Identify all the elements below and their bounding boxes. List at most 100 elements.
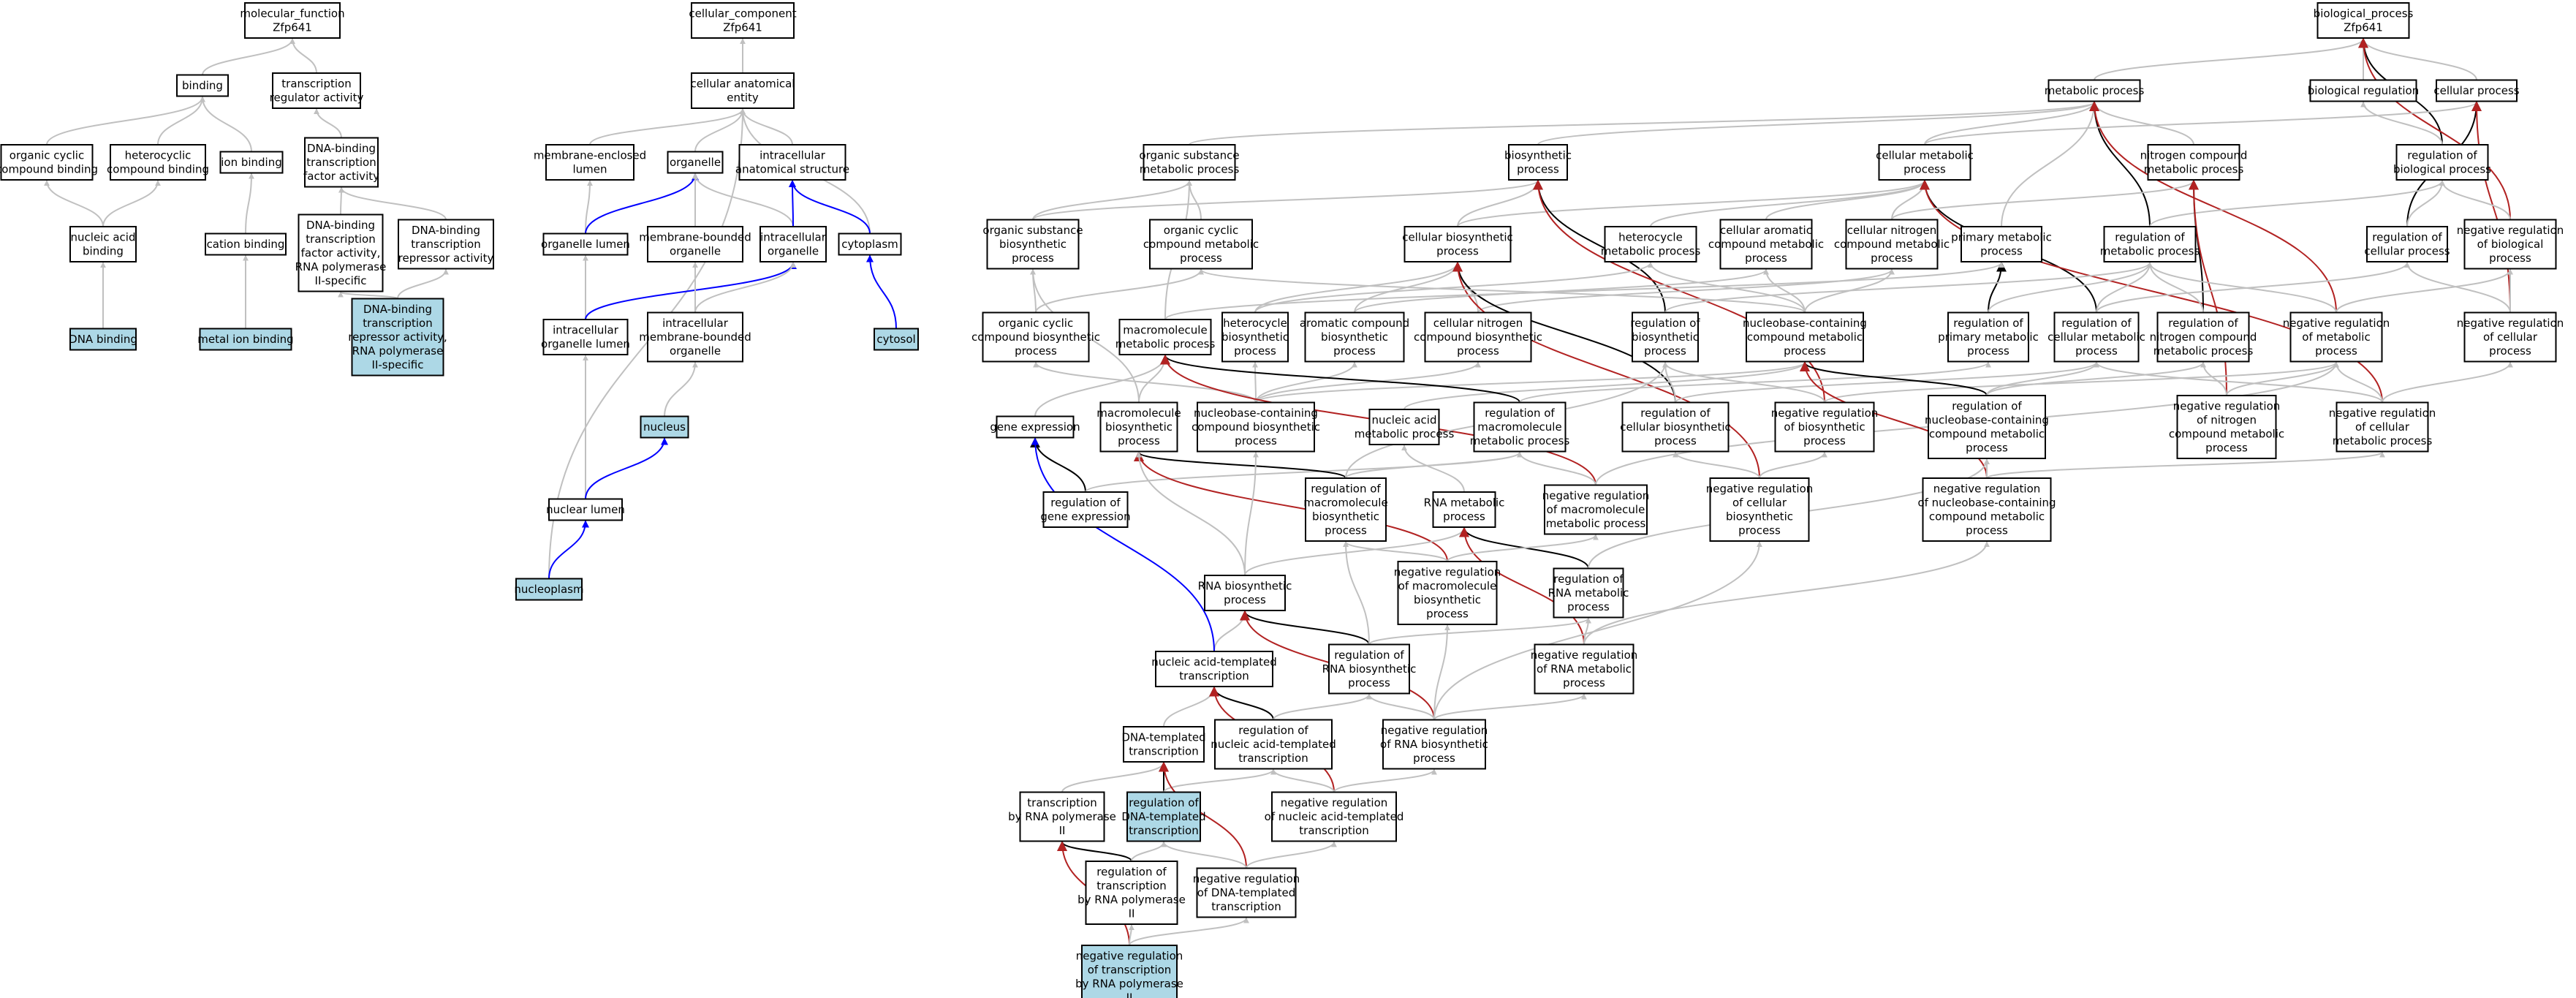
term-node-metionb[interactable]: metal ion binding — [197, 328, 294, 351]
term-node-cytosol[interactable]: cytosol — [874, 328, 919, 351]
term-node-metproc[interactable]: metabolic process — [2045, 79, 2145, 102]
term-node-nucleoplasm[interactable]: nucleoplasm — [514, 578, 584, 601]
term-node-ionb[interactable]: ion binding — [219, 151, 284, 174]
term-node-bioreg[interactable]: biological regulation — [2308, 79, 2419, 102]
edge-is-a — [1032, 180, 1541, 221]
edge-path — [789, 180, 797, 227]
term-node-dnab[interactable]: DNA binding — [69, 328, 137, 351]
term-node-orglumen[interactable]: organelle lumen — [541, 233, 630, 256]
term-node-geneexp[interactable]: gene expression — [990, 415, 1080, 439]
edge-path — [1452, 261, 1760, 479]
edge-is-a — [1457, 180, 1928, 227]
term-node-binding[interactable]: binding — [176, 74, 229, 97]
term-label-line: process — [1654, 434, 1697, 447]
term-node-catb[interactable]: cation binding — [205, 233, 287, 256]
term-node-organelle[interactable]: organelle — [667, 151, 724, 174]
term-node-nuclumen[interactable]: nuclear lumen — [546, 498, 625, 521]
term-node-nucleus[interactable]: nucleus — [640, 415, 689, 439]
term-node-cellproc[interactable]: cellular process — [2433, 79, 2520, 102]
term-node-cytoplasm[interactable]: cytoplasm — [838, 233, 902, 256]
term-label-line: ion binding — [221, 156, 282, 169]
edge-is-a — [1345, 451, 1523, 479]
edge-path — [1765, 180, 1928, 220]
term-label-line: of nucleobase-containing — [1917, 496, 2056, 510]
